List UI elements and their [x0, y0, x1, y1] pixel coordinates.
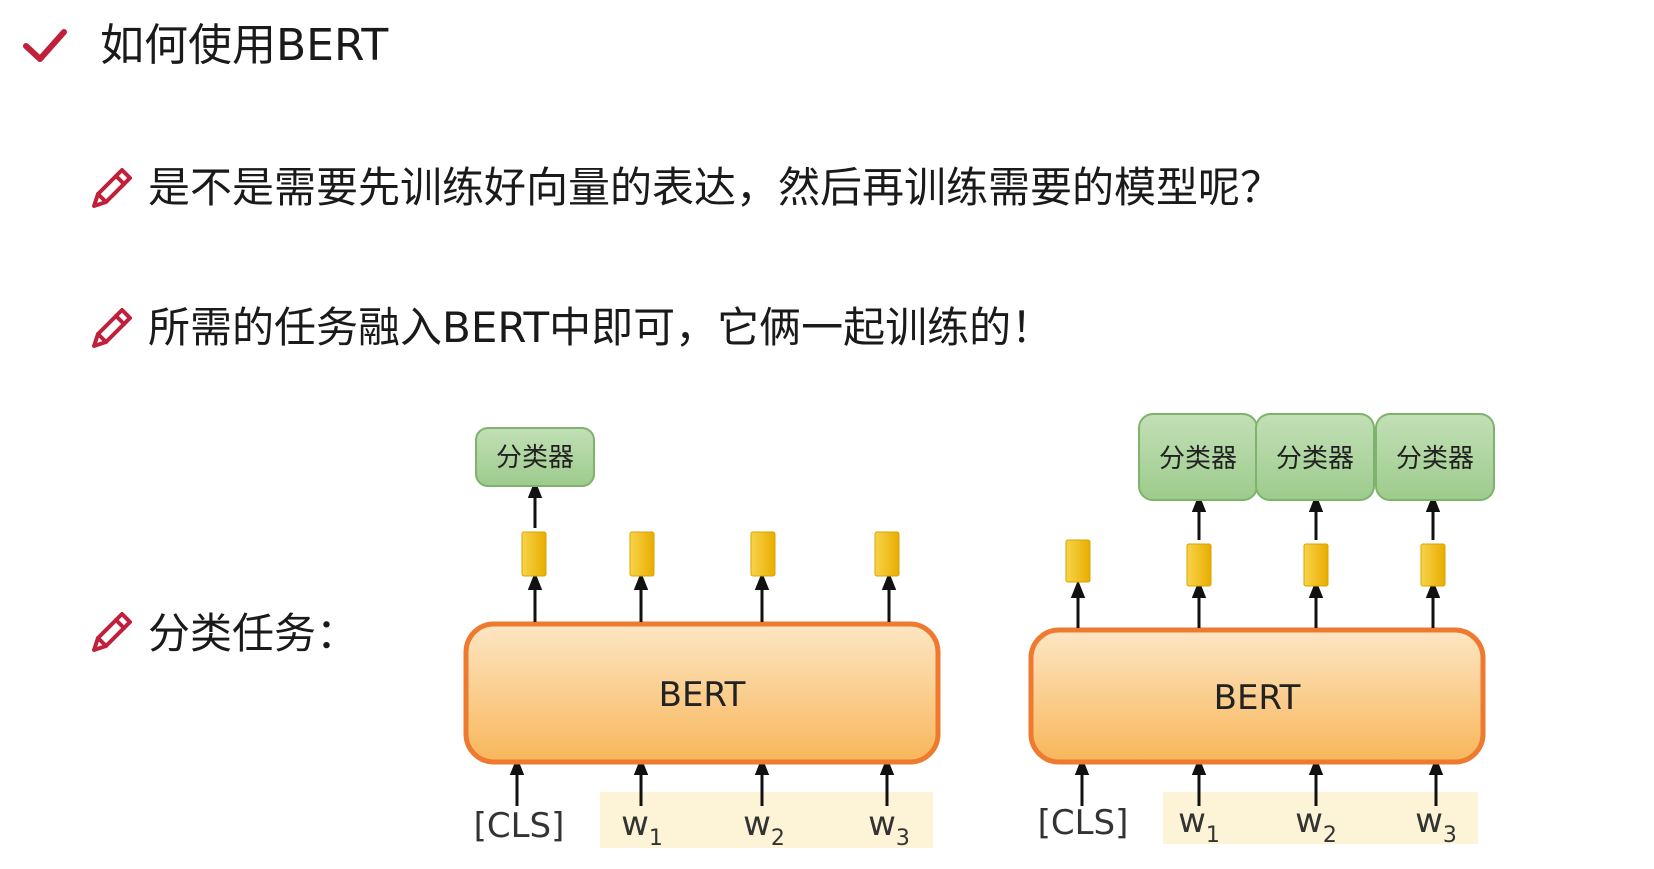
checkmark-icon [23, 29, 67, 62]
token-w2: w2 [1295, 801, 1337, 848]
classifier-label: 分类器 [1276, 444, 1354, 474]
token-w3: w3 [868, 804, 910, 851]
pencil-icon [92, 308, 132, 348]
classifier-box [1375, 413, 1495, 501]
bullet-answer: 所需的任务融入BERT中即可，它俩一起训练的！ [148, 303, 1054, 352]
token-band [600, 792, 933, 848]
embedding-w1 [629, 531, 655, 577]
pencil-icon [92, 612, 132, 652]
token-cls: [CLS] [474, 806, 565, 846]
bert-box [1028, 627, 1486, 765]
bert-label: BERT [1214, 678, 1301, 718]
embedding-w3 [1420, 543, 1446, 587]
embedding-w3 [874, 531, 900, 577]
token-w2: w2 [743, 804, 785, 851]
token-w3: w3 [1415, 801, 1457, 848]
token-w1: w1 [621, 804, 663, 851]
bert-box [463, 621, 941, 765]
embedding-w2 [1303, 543, 1329, 587]
pencil-icon [92, 168, 132, 208]
classifier-label: 分类器 [1396, 444, 1474, 474]
embedding-cls [1065, 539, 1091, 583]
classifier-label: 分类器 [496, 443, 574, 473]
bullet-classification-task: 分类任务： [148, 609, 359, 658]
slide-title: 如何使用BERT [100, 20, 389, 71]
classifier-label: 分类器 [1159, 444, 1237, 474]
embedding-cls [521, 531, 547, 577]
bullet-question: 是不是需要先训练好向量的表达，然后再训练需要的模型呢？ [148, 163, 1283, 212]
classifier-box [1255, 413, 1375, 501]
classifier-box [475, 427, 595, 487]
bert-label: BERT [659, 675, 746, 715]
embedding-w1 [1186, 543, 1212, 587]
token-cls: [CLS] [1038, 803, 1129, 843]
left-diagram: [CLS] w1 w2 w3 BERT 分类器 [463, 427, 941, 851]
right-diagram: [CLS] w1 w2 w3 BERT 分类器 分类器 分类器 [1028, 413, 1495, 848]
token-w1: w1 [1178, 801, 1220, 848]
embedding-w2 [750, 531, 776, 577]
token-band [1163, 792, 1478, 844]
